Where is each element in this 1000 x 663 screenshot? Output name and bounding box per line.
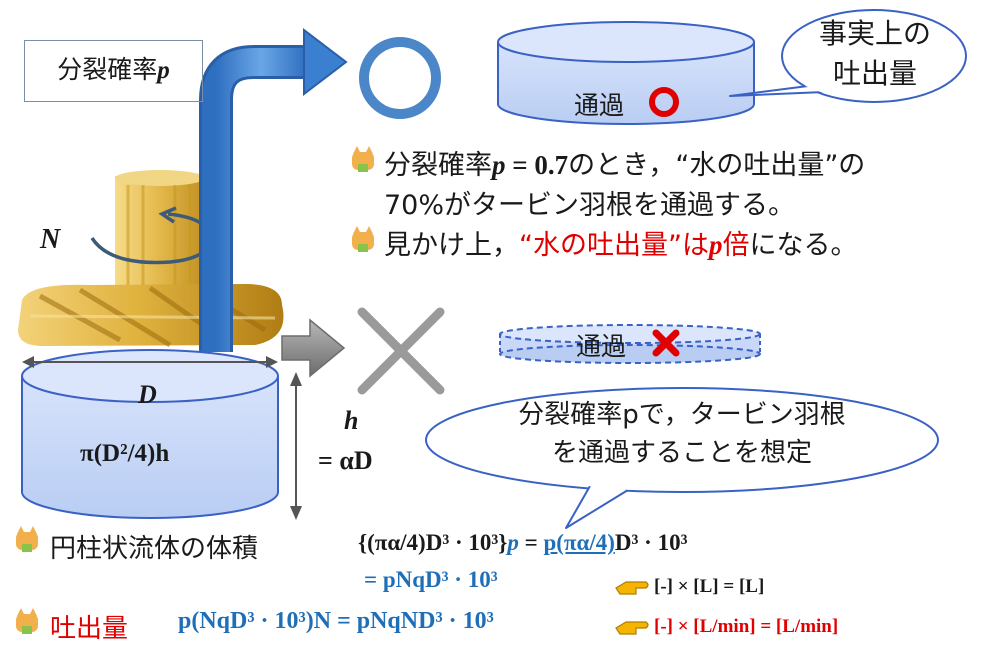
- volume-formula-tail: D³ · 10³: [614, 530, 688, 555]
- bullet2-red: “水の吐出量”は: [519, 230, 709, 261]
- bullet2-red-suffix: 倍: [722, 230, 750, 261]
- bullet1-eq: = 0.7: [505, 150, 569, 180]
- rotation-label: N: [40, 224, 61, 255]
- title-prefix: 分裂確率: [57, 55, 158, 84]
- cat-bullet-icon-2: [352, 226, 374, 252]
- bullet1-var: p: [492, 150, 506, 180]
- discharge-formula: p(NqD³ · 10³)N = pNqND³ · 10³: [178, 608, 494, 634]
- volume-formula: π(D²/4)h: [80, 440, 170, 467]
- flow-arrow-right: [281, 318, 346, 378]
- bullet1-line2: 70%がタービン羽根を通過する。: [384, 190, 796, 221]
- hand-pointer-icon-2: [615, 621, 649, 635]
- pass-ring-icon: [359, 37, 441, 119]
- volume-row2-units: [-] × [L] = [L]: [654, 576, 765, 597]
- no-pass-ng-icon: [652, 329, 680, 357]
- height-eq: = αD: [318, 446, 373, 475]
- turbine-runner: [18, 284, 284, 348]
- bullet2-prefix: 見かけ上，: [384, 230, 519, 261]
- pass-ok-label: 通過: [574, 91, 625, 120]
- height-label: h: [344, 406, 359, 435]
- bullet2-red-var: p: [708, 230, 723, 260]
- bullet1-line1: 分裂確率p = 0.7のとき，“水の吐出量”の: [384, 143, 865, 182]
- hand-pointer-icon-1: [615, 581, 649, 595]
- callout-bottom-text: 分裂確率pで，タービン羽根 を通過することを想定: [476, 396, 888, 472]
- discharge-label: 吐出量: [50, 614, 129, 644]
- callout-top: [729, 9, 967, 103]
- flow-arrow-up: [199, 27, 348, 352]
- pass-ok-icon: [649, 87, 679, 117]
- callout-top-line1: 事実上の: [818, 17, 931, 50]
- title-var: p: [157, 57, 170, 84]
- title-box: 分裂確率p: [24, 40, 203, 102]
- volume-row-formula: {(πα/4)D³ · 10³}p = p(πα/4)D³ · 10³: [358, 530, 687, 556]
- pass-cylinder: [497, 21, 755, 125]
- discharge-units: [-] × [L/min] = [L/min]: [654, 616, 839, 637]
- bullet1-prefix: 分裂確率: [384, 150, 492, 181]
- volume-formula-p: p: [507, 530, 519, 555]
- turbine-shaft: [115, 170, 205, 296]
- callout-bottom: [425, 387, 939, 529]
- fluid-cylinder: [21, 349, 279, 519]
- cat-bullet-icon-4: [16, 608, 38, 634]
- bullet1-suffix: のとき，“水の吐出量”の: [568, 150, 866, 181]
- cat-bullet-icon-3: [16, 526, 38, 552]
- volume-formula-eq: =: [518, 530, 544, 555]
- pass-ng-label: 通過: [576, 332, 627, 361]
- volume-formula-p-group: p(πα/4): [543, 530, 615, 555]
- callout-bottom-line2: を通過することを想定: [551, 438, 812, 468]
- bullet2-suffix: になる。: [749, 230, 858, 261]
- no-pass-cylinder: [499, 324, 761, 364]
- volume-row2-formula: = pNqD³ · 10³: [364, 567, 498, 592]
- volume-formula-left: {(πα/4)D³ · 10³}: [358, 530, 508, 555]
- callout-bottom-line1: 分裂確率pで，タービン羽根: [518, 400, 846, 430]
- volume-row-label: 円柱状流体の体積: [50, 534, 259, 564]
- diameter-label: D: [138, 380, 157, 409]
- no-pass-cross-icon: [357, 307, 445, 395]
- callout-top-text: 事実上の 吐出量: [808, 14, 942, 94]
- bullet2-line: 見かけ上，“水の吐出量”はp倍になる。: [384, 223, 857, 262]
- callout-top-line2: 吐出量: [832, 57, 917, 90]
- cat-bullet-icon-1: [352, 146, 374, 172]
- height-arrow: [290, 372, 302, 520]
